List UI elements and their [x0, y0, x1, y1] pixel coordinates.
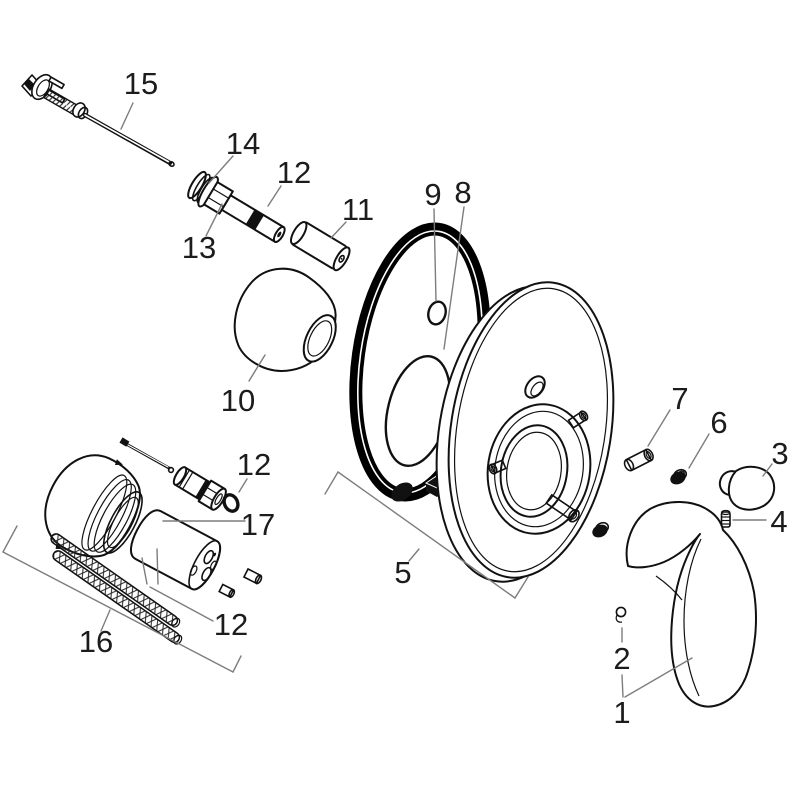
part-label-6: 6	[710, 405, 727, 440]
part-label-4: 4	[770, 504, 787, 539]
part-6-plug	[670, 468, 688, 485]
part-label-16: 16	[79, 624, 113, 659]
part-label-14: 14	[226, 126, 260, 161]
plate-pin-left	[488, 459, 507, 475]
part-7-tube	[623, 448, 654, 472]
part-label-12-mid: 12	[237, 447, 271, 482]
plate-pin-bottom	[545, 493, 580, 523]
part-label-13: 13	[182, 230, 216, 265]
part-12-oring-top	[222, 493, 240, 513]
part-8-seal-ring	[349, 222, 491, 502]
part-3-knob	[718, 465, 776, 511]
part-9-small-seal	[427, 300, 447, 326]
part-label-10: 10	[221, 383, 255, 418]
part-16-pin-2	[218, 583, 236, 599]
part-10-sleeve	[233, 267, 337, 372]
part-label-11: 11	[342, 192, 374, 227]
part-label-3: 3	[771, 436, 788, 471]
part-16-hose-1	[50, 533, 181, 628]
part-label-8: 8	[454, 175, 471, 210]
part-label-9: 9	[424, 177, 441, 212]
part-4-set-screw	[720, 509, 731, 528]
part-16-basic-set	[44, 437, 263, 645]
part-label-15: 15	[124, 66, 158, 101]
leader-lines	[2, 102, 773, 698]
part-16-spindle	[172, 466, 227, 511]
part-label-7: 7	[671, 381, 688, 416]
part-2-screw	[615, 606, 627, 623]
part-16-sleeve	[44, 454, 143, 558]
part-label-2: 2	[613, 641, 630, 676]
part-label-1: 1	[613, 695, 630, 730]
part-5-escutcheon-plate	[435, 281, 615, 583]
part-11-bushing	[289, 221, 351, 272]
part-label-17: 17	[241, 507, 275, 542]
bracket-5	[324, 471, 529, 599]
part-label-12-top: 12	[277, 155, 311, 190]
part-1-lever-handle	[625, 501, 757, 708]
part-15-diverter-rod	[21, 73, 175, 168]
part-label-5: 5	[394, 555, 411, 590]
bracket-16	[2, 525, 242, 673]
plate-cap-plug	[592, 521, 610, 538]
part-16-hose-2	[52, 550, 183, 645]
part-label-12-bottom: 12	[214, 607, 248, 642]
part-16-rod	[119, 437, 175, 474]
part-16-cartridge	[130, 509, 222, 591]
part-labels: 15 14 12 13 11 9 8 10 5 7 6 3 4 2 1 12 1…	[79, 66, 789, 730]
part-16-pin-1	[242, 567, 263, 585]
part-13-14-spindle-assembly	[187, 170, 286, 243]
